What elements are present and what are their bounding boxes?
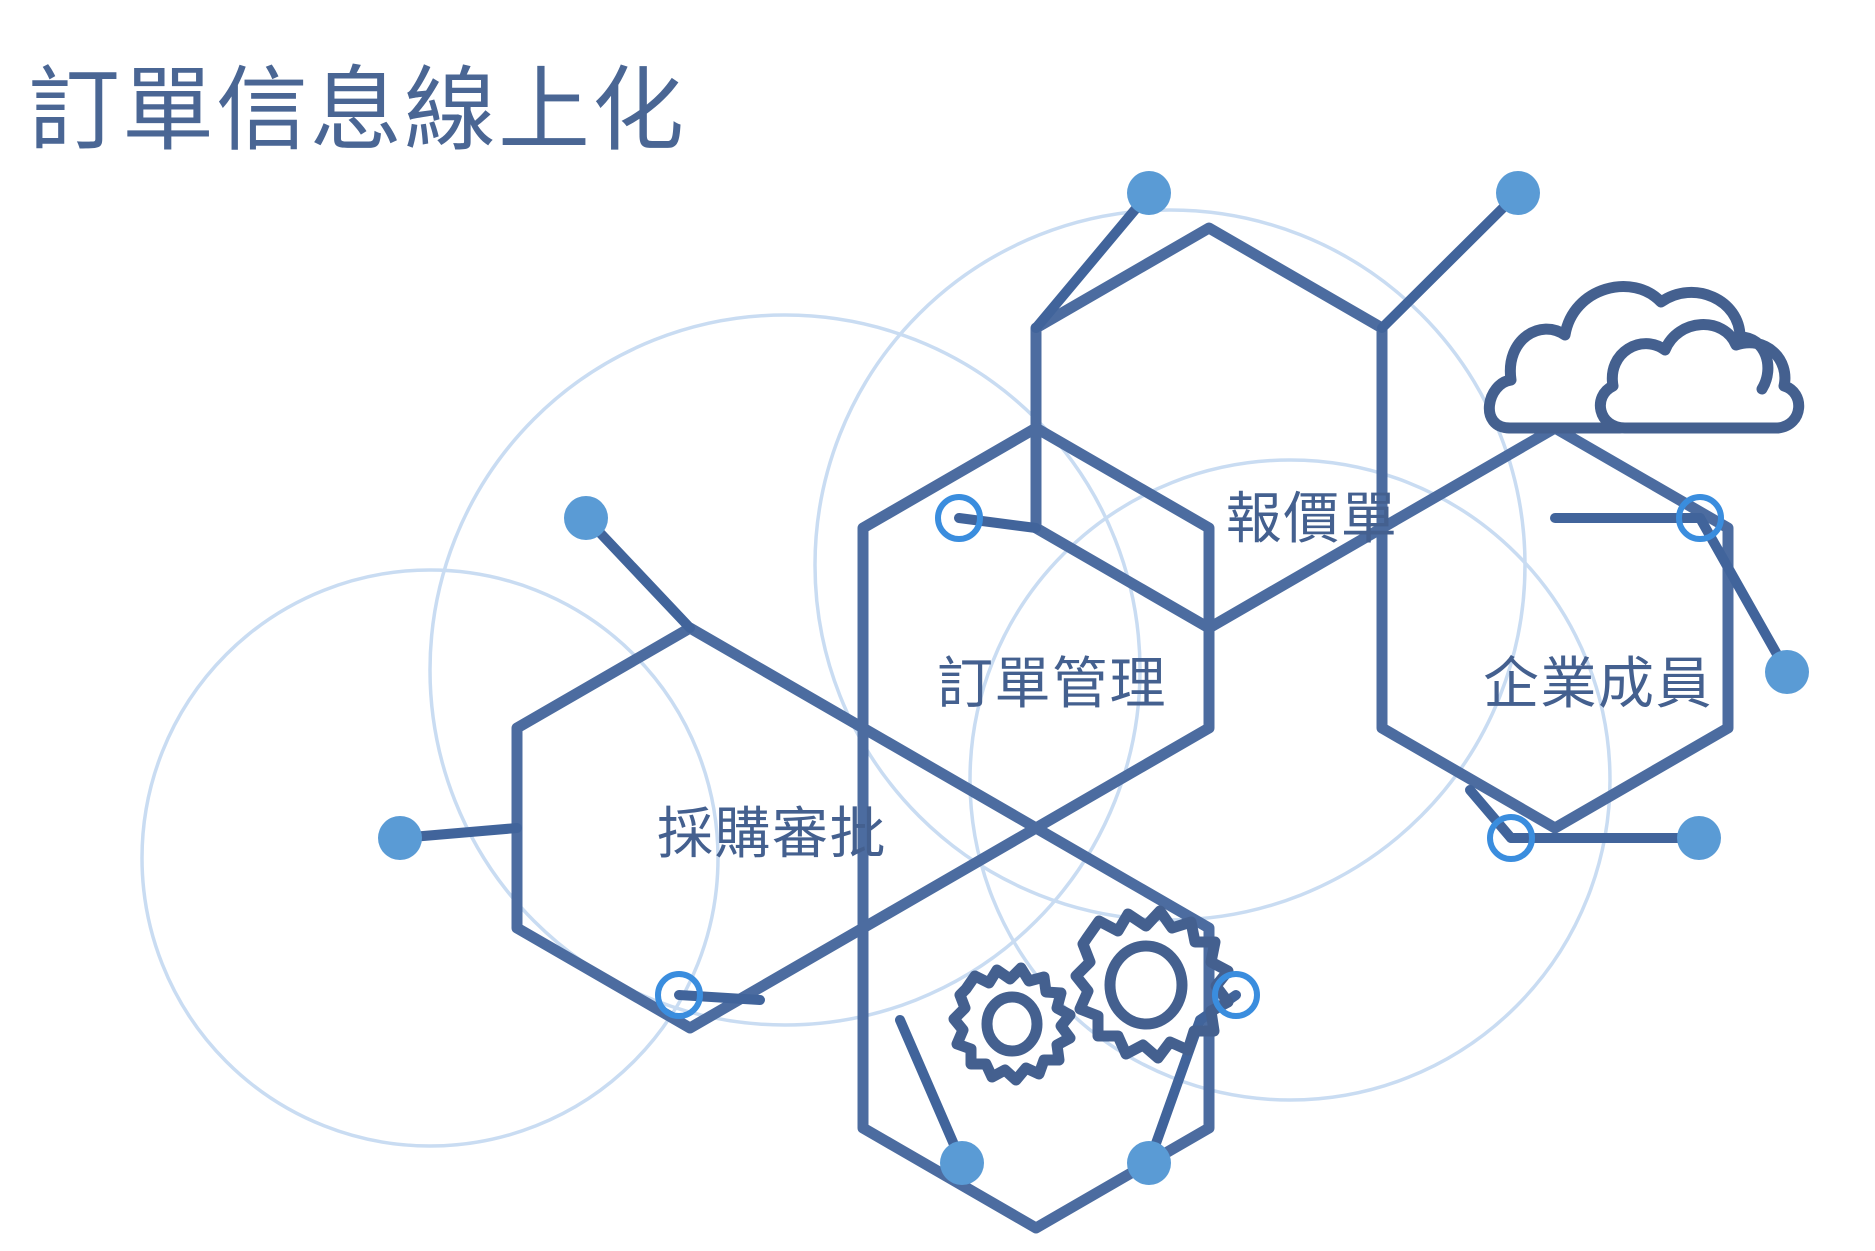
- hexagon-edges-group: [511, 222, 1734, 1234]
- node-lower-left-hollow[interactable]: [655, 971, 703, 1019]
- cloud-icon-small-puff: [1594, 319, 1805, 434]
- cloud-icon-big-puff: [1483, 281, 1774, 434]
- gears-icon-large-hub: [1104, 940, 1188, 1030]
- orbit-circle-center: [813, 208, 1527, 922]
- node-right-lower-filled[interactable]: [1677, 816, 1721, 860]
- gears-icon-small-teeth: [948, 962, 1076, 1086]
- node-top-left-filled[interactable]: [1127, 171, 1171, 215]
- hex-edge-enterprise-member: [1376, 422, 1734, 834]
- hexagon-labels-group: 報價單 訂單管理 企業成員 採購審批: [657, 487, 1713, 865]
- hex-edge-gears-cell: [857, 822, 1215, 1234]
- gears-icon-large-gear: [1070, 905, 1234, 1064]
- gears-icon-small-hub: [981, 991, 1043, 1057]
- node-left-mid-filled[interactable]: [378, 816, 422, 860]
- connector-right-far: [1695, 513, 1792, 677]
- label-enterprise-member: 企業成員: [1483, 652, 1713, 715]
- filled-nodes-group: [378, 171, 1809, 1185]
- node-lower-mid-hollow[interactable]: [1212, 971, 1260, 1019]
- node-right-low-hollow[interactable]: [1487, 814, 1535, 862]
- node-left-upper-filled[interactable]: [564, 496, 608, 540]
- node-top-right-filled[interactable]: [1496, 171, 1540, 215]
- label-quotation: 報價單: [1226, 487, 1399, 550]
- stub-lower-left: [674, 990, 765, 1005]
- node-right-upper-hollow[interactable]: [1676, 494, 1724, 542]
- connector-top-left: [1031, 188, 1154, 333]
- label-purchase-approval: 採購審批: [657, 802, 887, 865]
- gears-icon-small-gear: [948, 962, 1076, 1086]
- connector-upper-mid: [954, 513, 1041, 533]
- gears-icon: [948, 905, 1234, 1086]
- gears-icon-large-teeth: [1070, 905, 1234, 1064]
- node-right-far-filled[interactable]: [1765, 650, 1809, 694]
- hollow-nodes-group: [655, 494, 1724, 1019]
- page-title: 訂單信息線上化: [28, 60, 687, 162]
- label-order-management: 訂單管理: [937, 652, 1167, 715]
- orbit-circle-right: [968, 458, 1612, 1102]
- connector-left-upper: [581, 513, 695, 633]
- hex-edge-purchase-approval: [511, 622, 869, 1034]
- node-bottom-left-filled[interactable]: [940, 1141, 984, 1185]
- cloud-icon: [1483, 281, 1805, 434]
- orbit-circle-left: [428, 313, 1142, 1027]
- orbit-circles-group: [140, 208, 1612, 1148]
- connector-top-right: [1377, 188, 1523, 333]
- connector-bottom-left: [895, 1015, 967, 1168]
- stub-right-low: [1465, 785, 1516, 843]
- orbit-circle-far-left: [140, 568, 720, 1148]
- node-upper-mid-hollow[interactable]: [935, 494, 983, 542]
- node-bottom-right-filled[interactable]: [1127, 1141, 1171, 1185]
